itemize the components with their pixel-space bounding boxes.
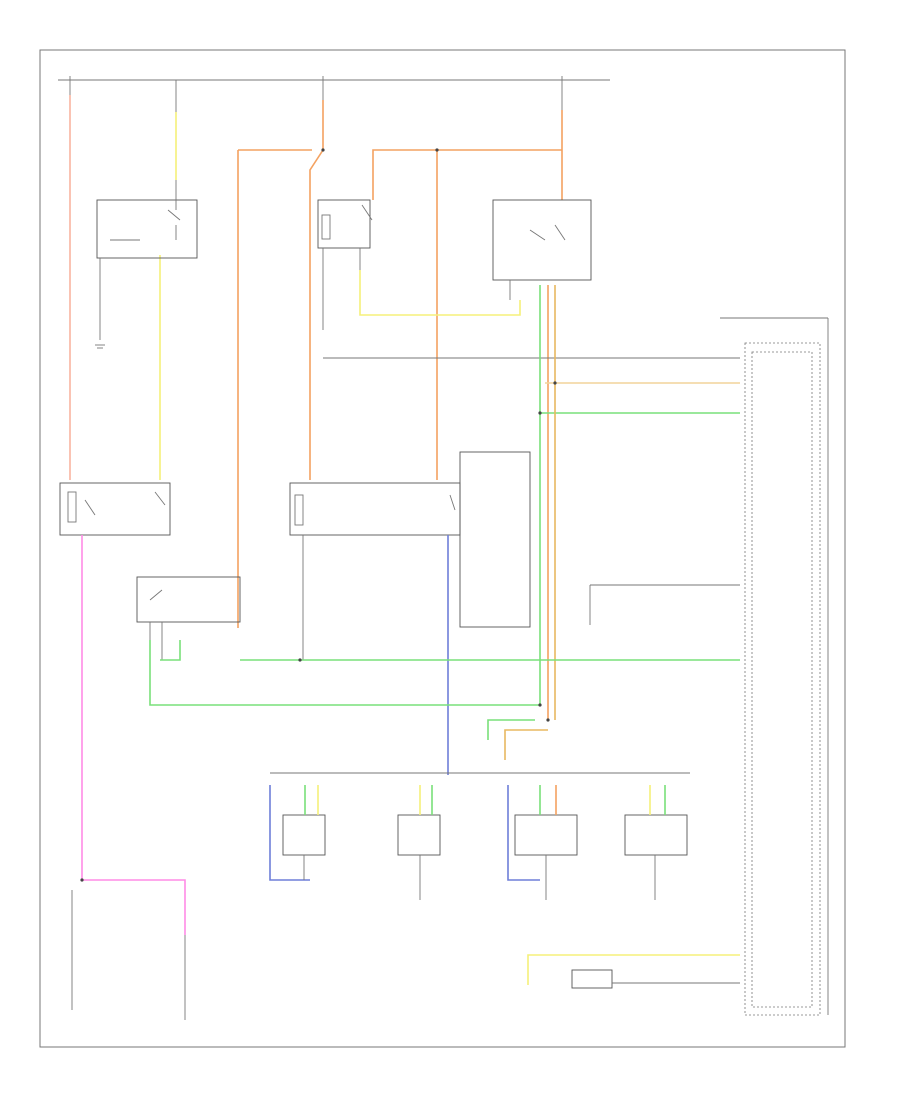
lamp-box-4 <box>624 814 688 856</box>
wire-pink-left <box>81 535 186 935</box>
relay-box-lower-left <box>136 576 241 623</box>
lamp-box-1 <box>282 814 326 856</box>
relay-box-mid-left <box>59 482 171 536</box>
mid-center-relay-inner <box>294 494 456 660</box>
relay-top-left-contacts <box>99 180 181 340</box>
module-box-right-tall <box>459 451 531 628</box>
instrument-cluster-connector-inner <box>751 351 813 1008</box>
ground-symbol <box>95 344 105 349</box>
lower-left-lamp-drops <box>71 890 186 1020</box>
fuse-connectors <box>69 76 563 112</box>
lamp1-blue <box>269 785 310 881</box>
wire-orange-center <box>309 100 324 480</box>
wire-green-bottom-loop <box>149 640 541 706</box>
wire-orange-right-top <box>372 149 562 200</box>
center-relay-inner <box>321 204 373 330</box>
relay-box-mid-center <box>289 482 461 536</box>
lamp-ground-drops <box>303 855 656 900</box>
connector-box-bottom <box>571 969 613 989</box>
lower-left-relay-inner <box>149 589 163 660</box>
lamp3-blue <box>507 785 540 881</box>
diagram-frame <box>39 49 846 1048</box>
lamp-box-2 <box>397 814 441 856</box>
mid-left-relay-inner <box>67 491 166 523</box>
lamp-box-3 <box>514 814 578 856</box>
wire-green-small <box>160 640 181 661</box>
wire-yellow-center-loop <box>359 270 521 316</box>
wire-yellow-bottom <box>527 954 740 985</box>
right-relay-contacts <box>509 224 566 300</box>
relay-box-center <box>317 199 371 249</box>
junction-green-loop <box>487 719 535 740</box>
splice-dot <box>80 148 557 882</box>
relay-box-right <box>492 199 592 281</box>
instrument-cluster-connector <box>744 342 821 1016</box>
relay-box-top-left <box>96 199 198 259</box>
junction-tan-loop <box>504 729 548 760</box>
